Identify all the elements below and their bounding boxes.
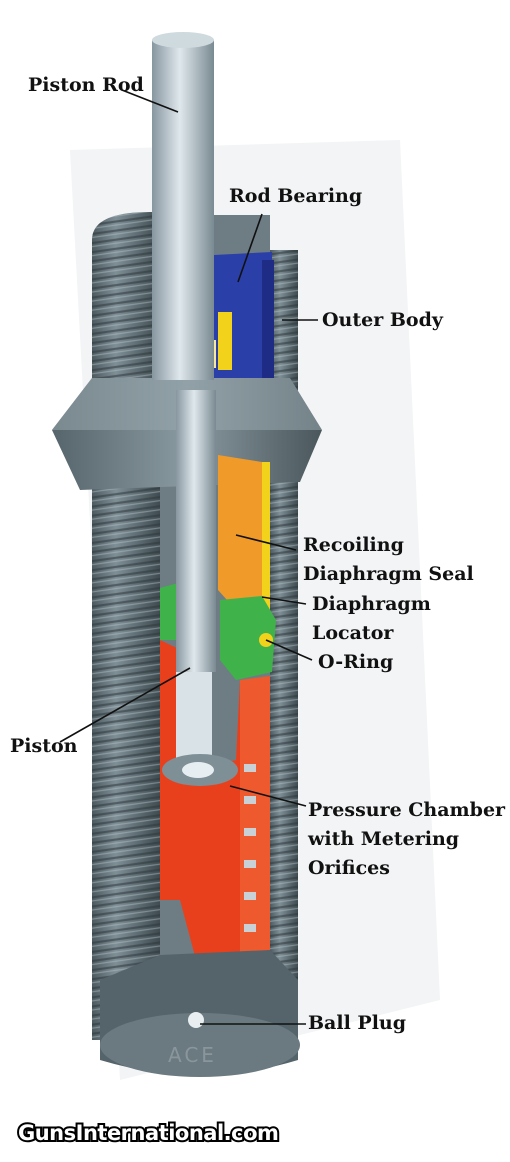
- label-o-ring: O-Ring: [318, 651, 393, 673]
- ball-plug: [188, 1012, 204, 1028]
- label-rod-bearing: Rod Bearing: [229, 185, 362, 207]
- label-locator: Locator: [312, 622, 394, 644]
- label-with-metering: with Metering: [307, 828, 459, 850]
- label-orifices: Orifices: [308, 857, 390, 879]
- label-outer-body: Outer Body: [322, 309, 444, 331]
- label-diaphragm-seal: Diaphragm Seal: [303, 563, 474, 585]
- body-engraving: ACE: [168, 1043, 217, 1067]
- watermark: GunsInternational.com: [18, 1121, 278, 1145]
- label-diaphragm: Diaphragm: [312, 593, 431, 615]
- leader-lines: [59, 89, 318, 1025]
- label-pressure-chamber: Pressure Chamber: [308, 799, 506, 821]
- recoiling-diaphragm-seal: [218, 455, 270, 610]
- label-piston: Piston: [10, 735, 78, 757]
- label-ball-plug: Ball Plug: [308, 1012, 406, 1034]
- label-piston-rod: Piston Rod: [28, 74, 144, 96]
- piston-rod: [152, 32, 216, 672]
- callout-labels: Piston Rod Rod Bearing Outer Body Recoil…: [10, 74, 506, 1034]
- piston-head: [162, 668, 238, 786]
- label-recoiling: Recoiling: [303, 534, 404, 556]
- outer-body-wall: [262, 260, 274, 380]
- end-cap: ACE: [100, 950, 300, 1077]
- metering-orifices: [244, 764, 256, 932]
